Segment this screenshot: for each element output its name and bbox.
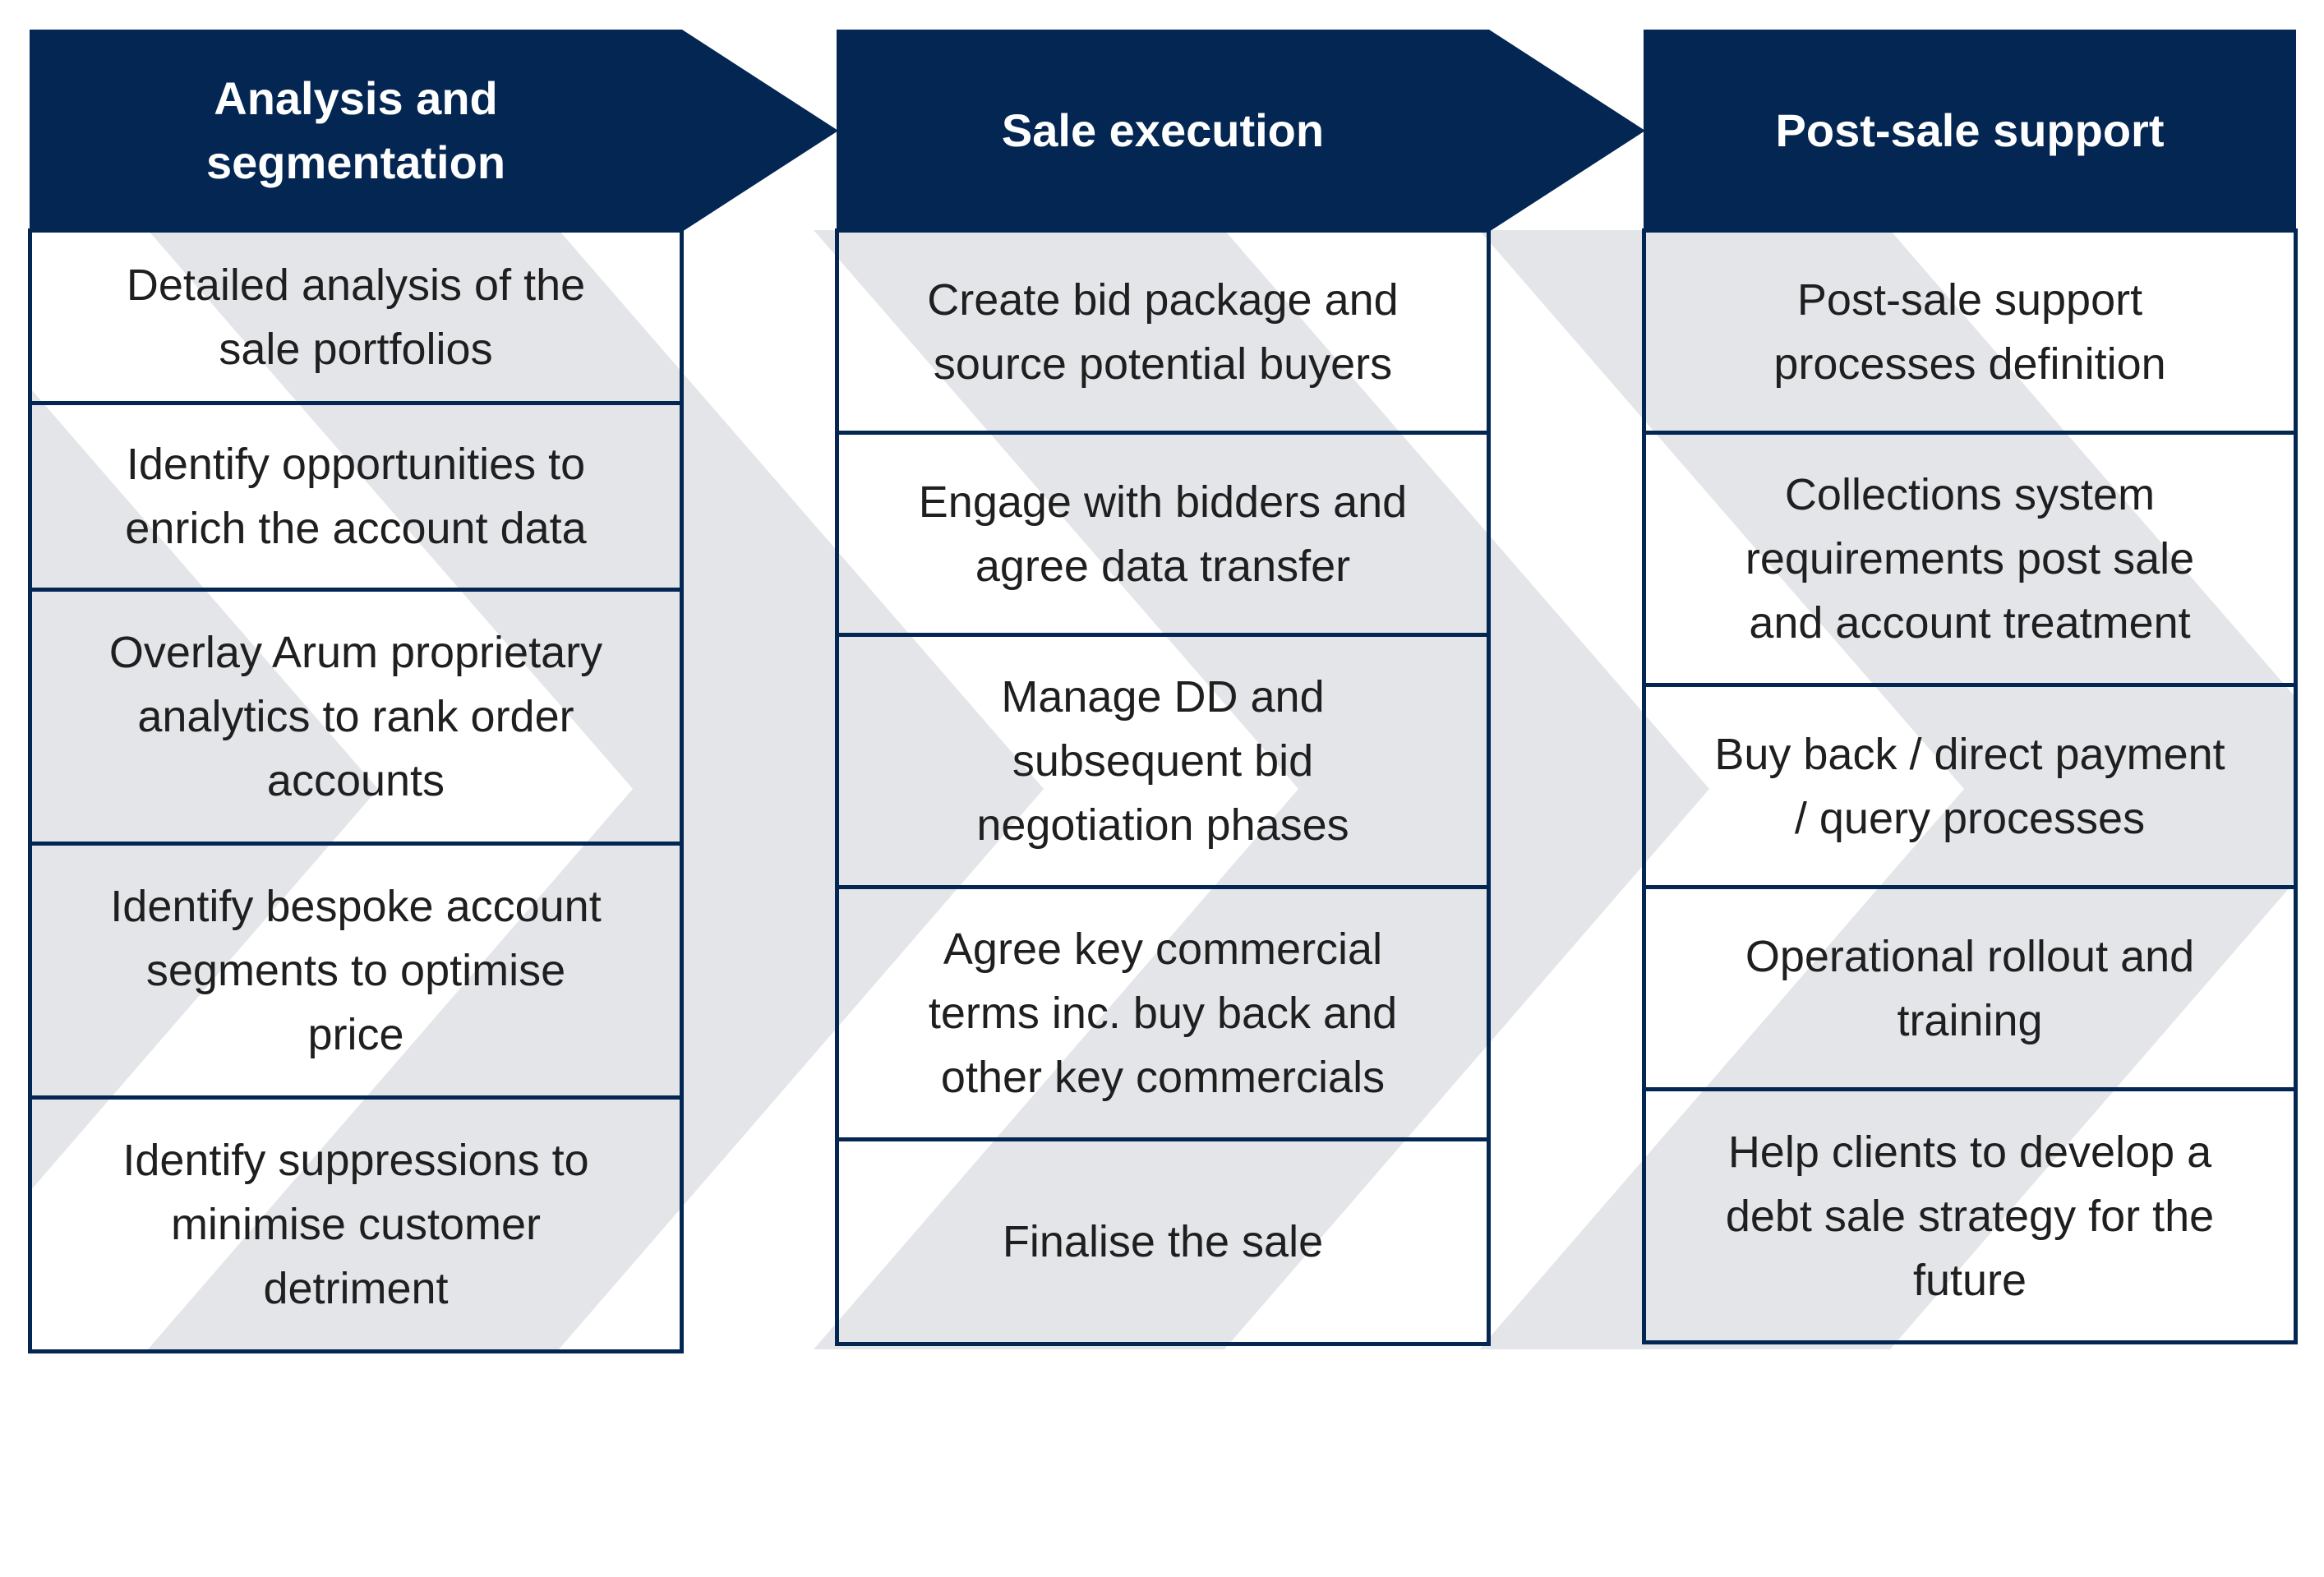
column-1-step-5: Identify suppressions to minimise custom… <box>28 1095 684 1353</box>
column-2-step-4: Agree key commercial terms inc. buy back… <box>835 885 1491 1141</box>
header-arrow-1 <box>30 30 838 232</box>
background-chevron <box>1479 230 2294 1349</box>
column-1-step-3: Overlay Arum proprietary analytics to ra… <box>28 588 684 846</box>
column-3-step-5: Help clients to develop a debt sale stra… <box>1642 1087 2298 1344</box>
column-3-header: Post-sale support <box>1775 104 2165 156</box>
column-3-step-1: Post-sale support processes definition <box>1642 228 2298 435</box>
header-block-3 <box>1644 30 2296 232</box>
column-1-header: Analysis and segmentation <box>205 72 506 188</box>
column-3-step-4: Operational rollout and training <box>1642 885 2298 1091</box>
column-1-step-4: Identify bespoke account segments to opt… <box>28 842 684 1100</box>
column-2-step-1: Create bid package and source potential … <box>835 228 1491 435</box>
header-arrow-2 <box>837 30 1645 232</box>
column-1-step-1: Detailed analysis of the sale portfolios <box>28 228 684 405</box>
column-2-step-5: Finalise the sale <box>835 1137 1491 1346</box>
column-2-header: Sale execution <box>1001 104 1325 156</box>
column-3-step-3: Buy back / direct payment / query proces… <box>1642 683 2298 889</box>
column-1-step-2: Identify opportunities to enrich the acc… <box>28 401 684 592</box>
column-3-step-2: Collections system requirements post sal… <box>1642 431 2298 687</box>
background-chevron <box>814 230 1709 1349</box>
background-chevron <box>148 230 1044 1349</box>
column-2-step-3: Manage DD and subsequent bid negotiation… <box>835 633 1491 889</box>
column-2-step-2: Engage with bidders and agree data trans… <box>835 431 1491 637</box>
